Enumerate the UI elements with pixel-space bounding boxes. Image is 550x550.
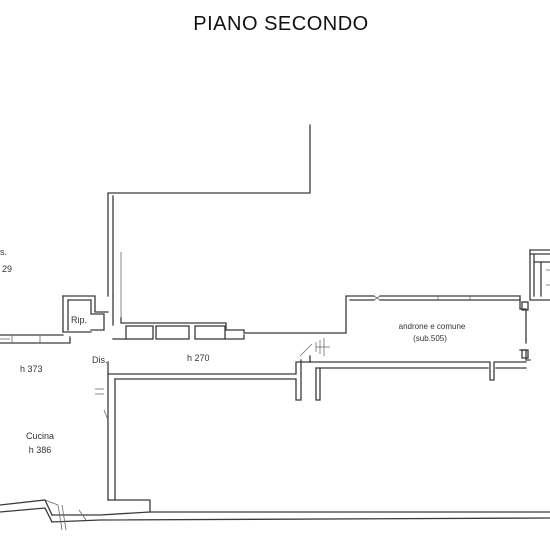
label-ripostiglio: Rip. [71, 315, 87, 325]
plan-title: PIANO SECONDO [193, 13, 368, 35]
label-cucina: Cucina [26, 431, 54, 441]
room-labels: s. 29 Rip. h 373 Dis. h 270 androne e co… [0, 247, 466, 455]
corridor-walls [112, 295, 375, 340]
label-left-height: h 373 [20, 364, 43, 374]
upper-walls [107, 124, 311, 318]
left-walls [0, 334, 71, 344]
left-room-label: s. [0, 247, 7, 257]
androne-walls [373, 249, 550, 361]
label-disimpegno: Dis. [92, 355, 108, 365]
label-androne-sub: (sub.505) [413, 334, 447, 343]
lower-walls [95, 338, 527, 501]
label-cucina-height: h 386 [29, 445, 52, 455]
label-corridor-height: h 270 [187, 353, 210, 363]
ripostiglio-walls [62, 295, 109, 333]
bottom-walls [0, 499, 550, 531]
label-androne: androne e comune [399, 322, 466, 331]
left-room-code: 29 [2, 264, 12, 274]
